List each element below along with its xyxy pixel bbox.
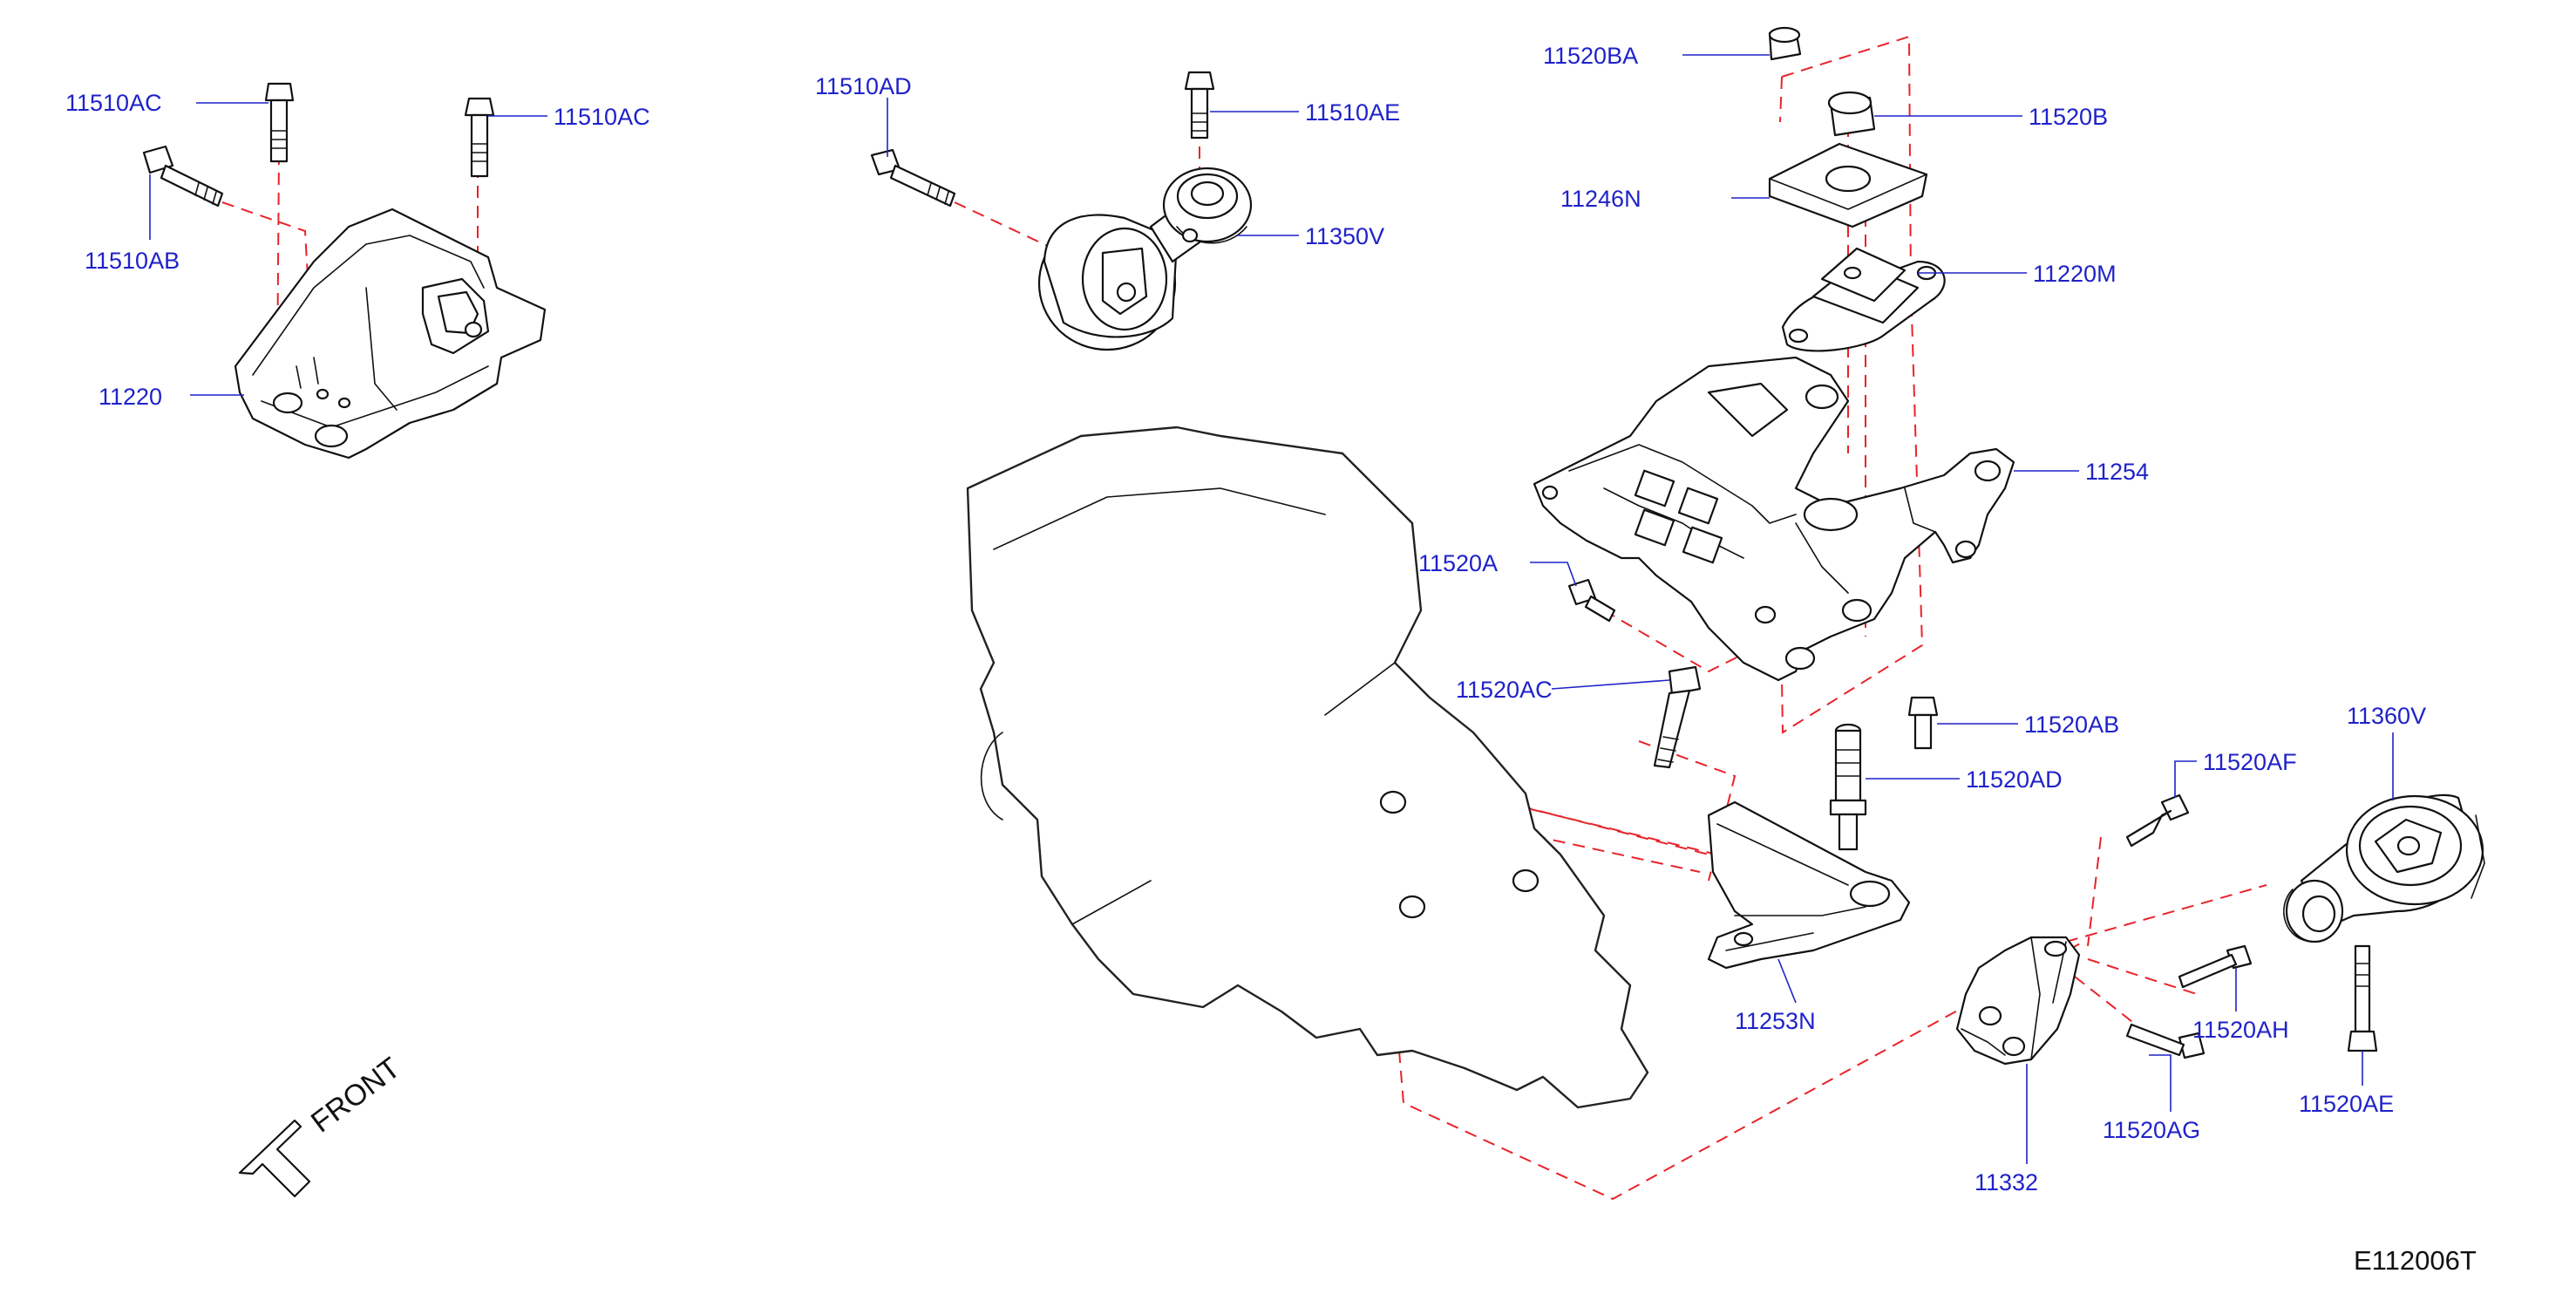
front-indicator: FRONT: [238, 1052, 406, 1198]
engine-outline: [966, 426, 1649, 1109]
label-11510AC-left: 11510AC: [65, 90, 162, 116]
label-11350V: 11350V: [1305, 223, 1384, 249]
front-arrow-icon: [238, 1119, 311, 1198]
label-11520AG: 11520AG: [2103, 1117, 2200, 1143]
label-11253N: 11253N: [1735, 1008, 1816, 1034]
nut-11520B: [1827, 91, 1876, 137]
label-11510AB: 11510AB: [85, 248, 180, 274]
torque-rod-11360V: [2283, 793, 2485, 943]
insulator-11220M: [1781, 247, 1946, 352]
label-11520AH: 11520AH: [2192, 1017, 2289, 1043]
bolt-11510AD: [870, 148, 956, 208]
left-engine-mount-11220: [234, 208, 547, 460]
bolt-11520AB: [1907, 696, 1939, 750]
diagram-code: E112006T: [2354, 1245, 2477, 1276]
stopper-11246N: [1768, 142, 1928, 228]
label-11520AC: 11520AC: [1456, 677, 1553, 703]
callout-labels: 11510AC 11510AC 11510AB 11220 11510AD 11…: [65, 43, 2426, 1195]
bolt-11520AH: [2178, 944, 2253, 989]
label-11510AC-right: 11510AC: [554, 104, 650, 130]
bolt-11520AE: [2347, 944, 2378, 1052]
label-11520AF: 11520AF: [2203, 749, 2297, 775]
bracket-11332: [1955, 936, 2081, 1066]
bolt-11510AE: [1184, 71, 1215, 140]
leader-lines: [149, 54, 2394, 1164]
bolt-11520AG: [2125, 1023, 2206, 1059]
label-11520A: 11520A: [1418, 550, 1498, 576]
label-11510AD: 11510AD: [815, 73, 912, 99]
label-11332: 11332: [1974, 1169, 2038, 1195]
bolt-11520AC: [1653, 665, 1702, 769]
label-11520AB: 11520AB: [2024, 712, 2119, 738]
front-label: FRONT: [305, 1052, 406, 1140]
bolt-11510AB: [142, 145, 224, 208]
torque-rod-11350V: [1037, 167, 1253, 351]
label-11520BA: 11520BA: [1543, 43, 1638, 69]
label-11360V: 11360V: [2347, 703, 2426, 729]
label-11520B: 11520B: [2029, 104, 2108, 130]
label-11520AD: 11520AD: [1966, 766, 2063, 793]
bolt-11510AC-left: [264, 82, 295, 163]
bolt-11520AF: [2125, 793, 2190, 848]
label-11246N: 11246N: [1560, 186, 1641, 212]
nut-11520BA: [1768, 26, 1802, 61]
label-11520AE: 11520AE: [2299, 1091, 2394, 1117]
bracket-11253N: [1707, 800, 1911, 970]
bracket-11254: [1533, 356, 2015, 682]
label-11510AE: 11510AE: [1305, 99, 1400, 126]
stud-11520AD: [1829, 723, 1867, 851]
label-11220: 11220: [99, 384, 162, 410]
label-11220M: 11220M: [2033, 261, 2117, 287]
label-11254: 11254: [2085, 459, 2149, 485]
bolt-11510AC-right: [464, 97, 495, 178]
bolt-11520A: [1567, 578, 1616, 623]
